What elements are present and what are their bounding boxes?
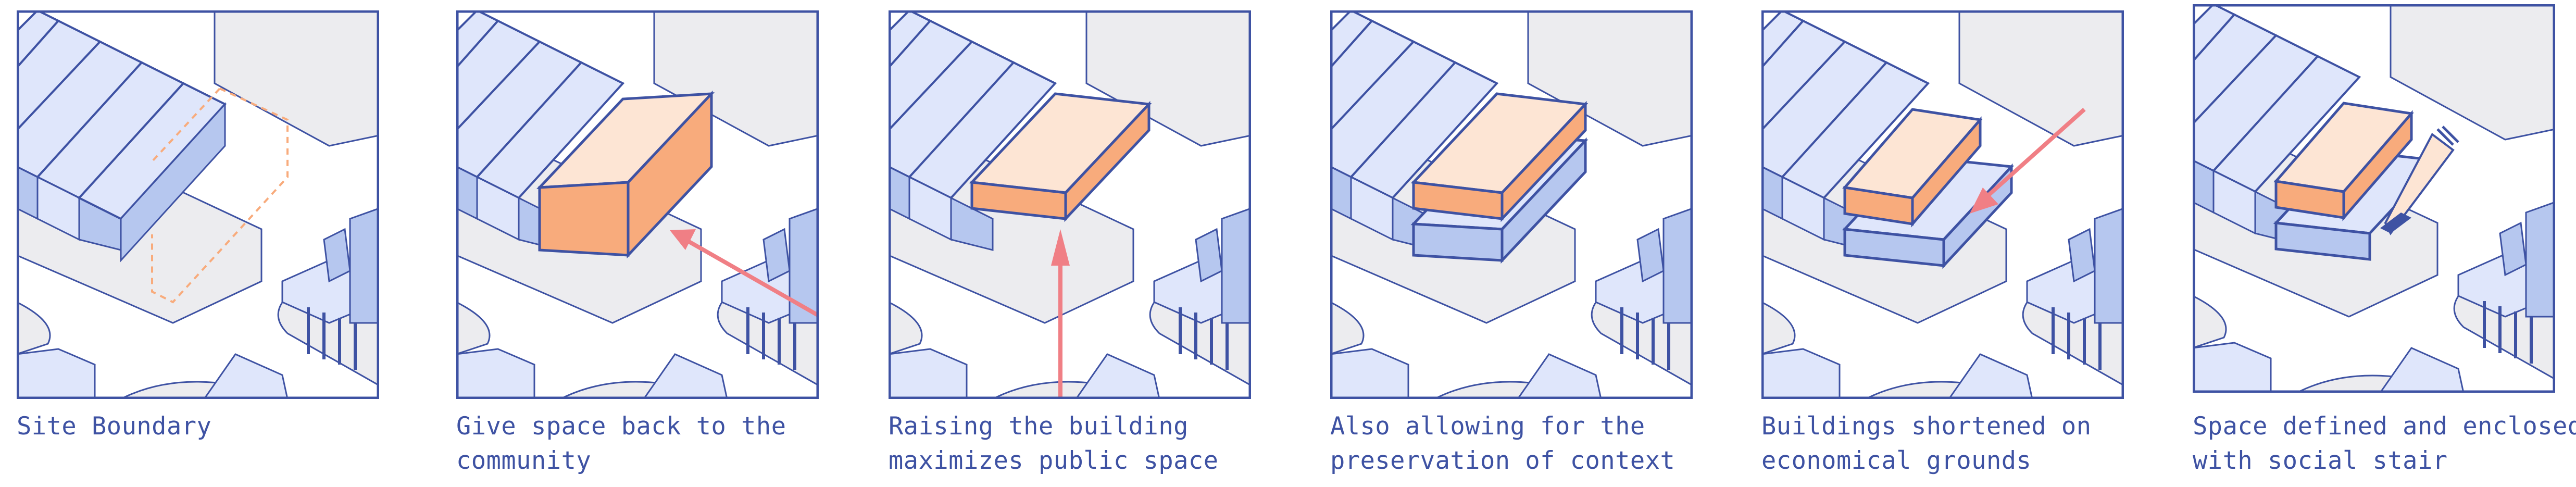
caption-4-line-1: Also allowing for the — [1330, 409, 1726, 444]
caption-6-line-1: Space defined and enclosed — [2193, 409, 2576, 444]
diagram-panel-5 — [1761, 10, 2124, 399]
caption-4-line-2: preservation of context — [1330, 444, 1726, 478]
caption-1: Site Boundary — [17, 409, 412, 444]
caption-5-line-2: economical grounds — [1761, 444, 2157, 478]
panel-5-drawing — [1761, 10, 2124, 399]
diagram-panel-4 — [1330, 10, 1693, 399]
diagram-panel-6 — [2193, 4, 2555, 393]
caption-3-line-1: Raising the building — [889, 409, 1284, 444]
panel-2-drawing — [456, 10, 819, 399]
caption-5: Buildings shortened on economical ground… — [1761, 409, 2157, 478]
diagram-panel-2 — [456, 10, 819, 399]
caption-5-line-1: Buildings shortened on — [1761, 409, 2157, 444]
caption-1-line-1: Site Boundary — [17, 409, 412, 444]
caption-2-line-1: Give space back to the — [456, 409, 852, 444]
caption-4: Also allowing for the preservation of co… — [1330, 409, 1726, 478]
caption-3-line-2: maximizes public space — [889, 444, 1284, 478]
panel-6-drawing — [2193, 4, 2555, 393]
panel-4-drawing — [1330, 10, 1693, 399]
caption-6: Space defined and enclosed with social s… — [2193, 409, 2576, 478]
caption-3: Raising the building maximizes public sp… — [889, 409, 1284, 478]
caption-2: Give space back to the community — [456, 409, 852, 478]
panel-3-drawing — [889, 10, 1251, 399]
panel-1-drawing — [17, 10, 379, 399]
caption-2-line-2: community — [456, 444, 852, 478]
diagram-panel-1 — [17, 10, 379, 399]
diagram-panel-3 — [889, 10, 1251, 399]
caption-6-line-2: with social stair — [2193, 444, 2576, 478]
